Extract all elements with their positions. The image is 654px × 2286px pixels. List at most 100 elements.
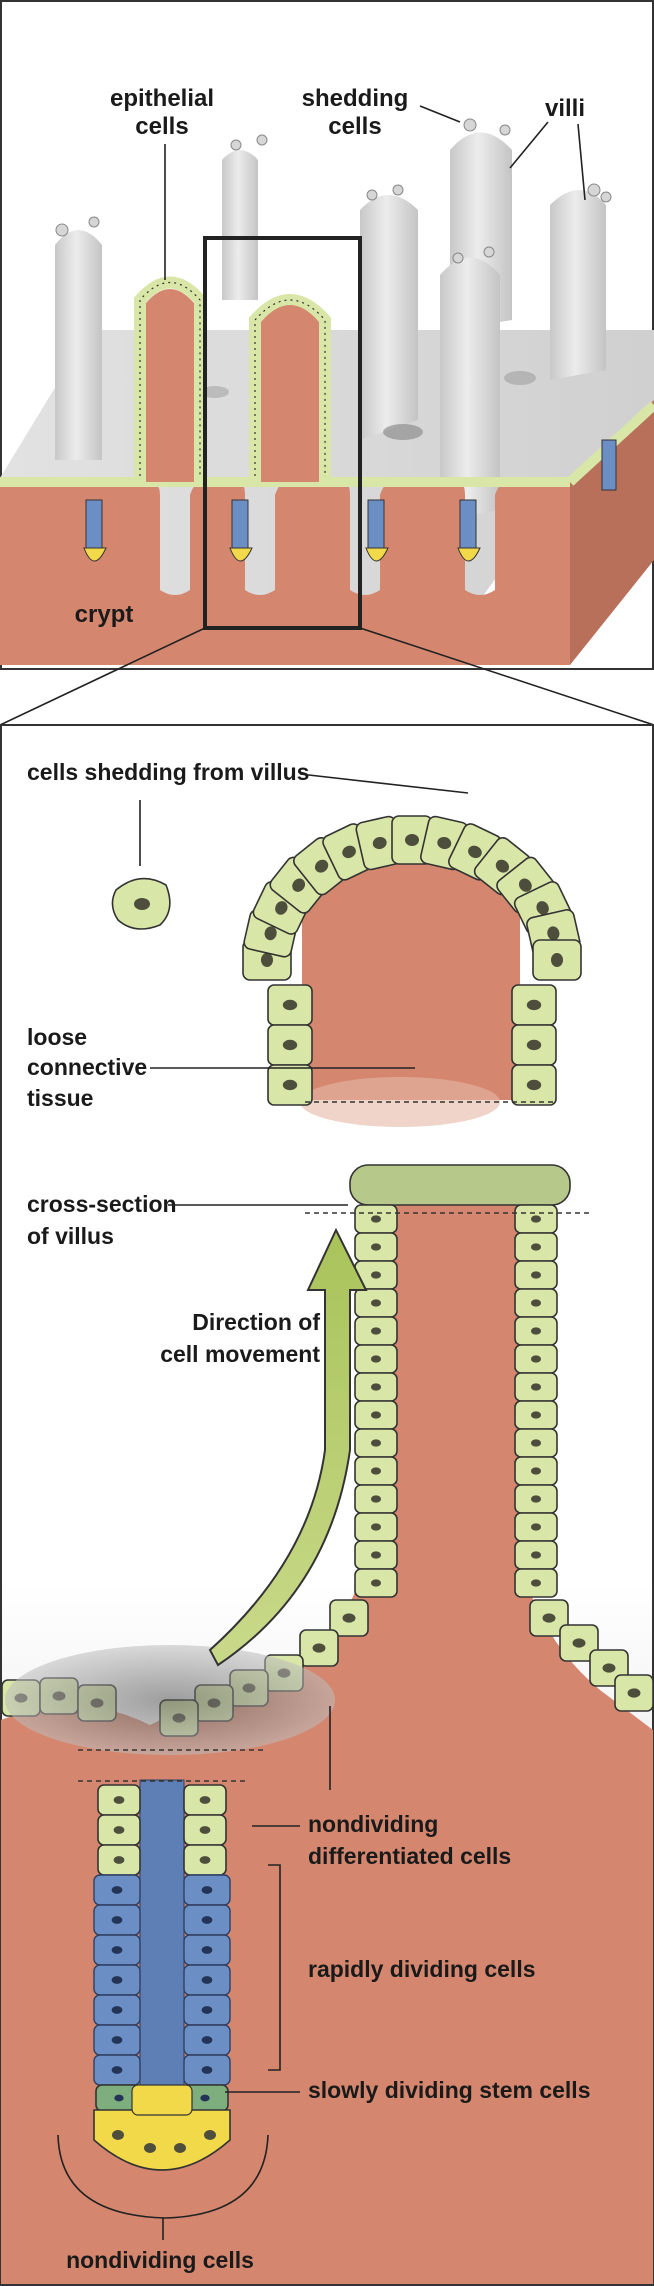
dividing-cell [183,2054,231,2086]
cells-shedding-label: cells shedding from villus [27,759,309,785]
loose-label-3: tissue [27,1085,93,1111]
epithelial-cell [354,1484,398,1514]
shedding-label-1: shedding [302,85,409,112]
differentiated-cell [183,1814,227,1846]
direction-arrow [208,1227,368,1667]
bottom-panel: cells shedding from villus loose connect… [0,724,654,2286]
villus-tip-tissue [302,850,520,1100]
bottom-labels: cells shedding from villus loose connect… [27,759,590,2273]
epithelial-cell [529,1599,569,1637]
epithelial-cell [514,1512,558,1542]
epithelial-label-2: cells [135,113,188,140]
epithelial-cell [354,1428,398,1458]
villi-leader-1 [509,121,549,169]
direction-label-1: Direction of [192,1309,320,1335]
epithelial-cell [514,1540,558,1570]
dividing-cell [93,1964,141,1996]
top-panel: epithelial cells shedding cells villi cr… [0,0,654,670]
dividing-cell [183,1904,231,1936]
slowly-dividing-label: slowly dividing stem cells [308,2077,590,2103]
cross-section-label-2: of villus [27,1223,114,1249]
epithelial-cell [354,1316,398,1346]
epithelial-cell [267,1064,313,1106]
differentiated-cell [183,1844,227,1876]
crypt-opening [5,1645,335,1755]
epithelial-cell [354,1400,398,1430]
dividing-cell [93,1874,141,1906]
crypts-top [83,439,617,562]
dividing-cell [93,2024,141,2056]
epithelial-cell [514,1204,558,1234]
epithelial-cell [514,1456,558,1486]
shedding-leader [419,105,461,123]
differentiated-cell [97,1784,141,1816]
loose-label-2: connective [27,1054,147,1080]
epithelial-cell [511,1064,557,1106]
epithelial-cell [354,1288,398,1318]
zoom-connector-right [359,627,654,726]
nondividing-diff-label-2: differentiated cells [308,1843,511,1869]
nondividing-diff-label-1: nondividing [308,1811,438,1837]
epithelial-cell [354,1204,398,1234]
nondividing-bracket [57,2134,269,2219]
dividing-cell [93,1934,141,1966]
villus-tip-epithelium [242,815,582,1106]
dividing-cell [183,1934,231,1966]
loose-label-1: loose [27,1024,87,1050]
epithelial-cell [354,1456,398,1486]
differentiated-cell [97,1844,141,1876]
rapidly-dividing-label: rapidly dividing cells [308,1956,536,1982]
shedding-label-2: cells [328,113,381,140]
epithelial-cell [514,1400,558,1430]
epithelial-cell [354,1372,398,1402]
cells-shedding-leader-1 [299,773,469,794]
cross-section-label-1: cross-section [27,1191,177,1217]
rapidly-dividing-bracket [268,1864,281,2071]
dividing-cell [183,1964,231,1996]
dividing-cell [183,2024,231,2056]
dividing-cell [183,1874,231,1906]
dividing-cell [183,1994,231,2026]
epithelial-cell [354,1540,398,1570]
epithelial-cell [614,1674,654,1712]
differentiated-cell [97,1814,141,1846]
villi [55,118,612,520]
direction-label-2: cell movement [160,1341,320,1367]
epithelial-cell [514,1484,558,1514]
dividing-cell [93,2054,141,2086]
epithelial-cell [354,1232,398,1262]
tissue-block-front [0,480,570,665]
shed-cell [111,877,171,930]
epithelial-cell [514,1428,558,1458]
epithelial-cell [354,1512,398,1542]
epithelial-cell [354,1568,398,1598]
epithelial-cell [354,1344,398,1374]
epithelial-cell [532,939,582,981]
villi-label: villi [545,95,585,122]
epithelial-cell [267,984,313,1026]
epithelial-cell [514,1288,558,1318]
dividing-cell [93,1904,141,1936]
epithelial-cell [514,1260,558,1290]
epithelial-label-1: epithelial [110,85,214,112]
epithelial-cell [514,1344,558,1374]
differentiated-cell [183,1784,227,1816]
zoom-box [203,236,362,630]
epithelial-cell [559,1624,599,1662]
crypt-label: crypt [75,601,134,628]
epithelial-cell [329,1599,369,1637]
epithelial-cell [514,1232,558,1262]
crypt [93,1779,231,2171]
zoom-connector-left [0,627,206,726]
top-labels: epithelial cells shedding cells villi cr… [75,85,586,628]
epithelial-cell [267,1024,313,1066]
epithelial-cell [514,1568,558,1598]
epithelial-cell [511,984,557,1026]
nondividing-cells-label: nondividing cells [66,2247,254,2273]
dividing-cell [93,1994,141,2026]
epithelial-cell [514,1316,558,1346]
villi-leader-2 [577,123,586,201]
epithelial-cell [514,1372,558,1402]
epithelial-cell [299,1629,339,1667]
